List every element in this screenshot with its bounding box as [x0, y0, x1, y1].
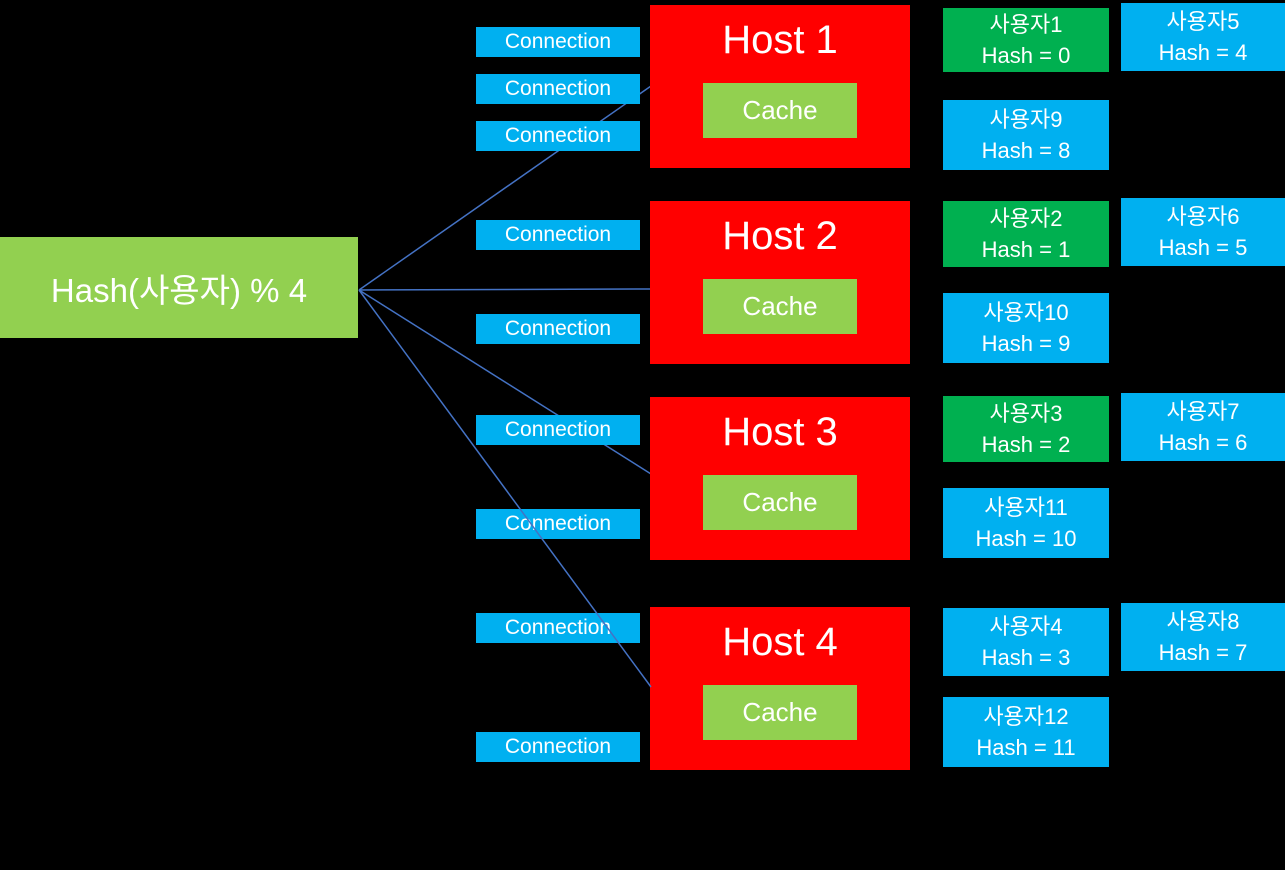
user-box-11: 사용자11 Hash = 10: [943, 488, 1109, 558]
user-box-10: 사용자10 Hash = 9: [943, 293, 1109, 363]
connection-box-host4-2: Connection: [476, 732, 640, 762]
user-hash: Hash = 2: [981, 432, 1071, 457]
host-4-title: Host 4: [722, 620, 838, 664]
user-name: 사용자12: [983, 704, 1069, 729]
user-name: 사용자4: [989, 614, 1063, 639]
user-name: 사용자10: [983, 300, 1069, 325]
user-name: 사용자6: [1166, 204, 1240, 229]
connection-box-host1-1: Connection: [476, 27, 640, 57]
user-name: 사용자3: [989, 401, 1063, 426]
user-hash: Hash = 4: [1158, 40, 1248, 65]
connection-box-host4-1: Connection: [476, 613, 640, 643]
user-name: 사용자1: [989, 12, 1063, 37]
user-hash: Hash = 8: [981, 138, 1071, 163]
host-1-title: Host 1: [722, 18, 838, 62]
user-box-3: 사용자3 Hash = 2: [943, 396, 1109, 462]
user-box-6: 사용자6 Hash = 5: [1121, 198, 1285, 266]
user-name: 사용자8: [1166, 609, 1240, 634]
user-name: 사용자9: [989, 107, 1063, 132]
host-1-box: Host 1 Cache: [650, 5, 910, 168]
user-hash: Hash = 3: [981, 645, 1071, 670]
user-box-1: 사용자1 Hash = 0: [943, 8, 1109, 72]
user-name: 사용자11: [984, 495, 1068, 520]
user-box-5: 사용자5 Hash = 4: [1121, 3, 1285, 71]
user-box-8: 사용자8 Hash = 7: [1121, 603, 1285, 671]
user-hash: Hash = 7: [1158, 640, 1248, 665]
host-2-title: Host 2: [722, 214, 838, 258]
connection-box-host3-1: Connection: [476, 415, 640, 445]
user-hash: Hash = 1: [981, 237, 1071, 262]
connection-box-host2-2: Connection: [476, 314, 640, 344]
user-hash: Hash = 9: [981, 331, 1071, 356]
connector-line-host-1: [358, 85, 652, 291]
host-3-title: Host 3: [722, 410, 838, 454]
hash-function-box: Hash(사용자) % 4: [0, 237, 358, 338]
host-3-cache-box: Cache: [703, 475, 857, 530]
user-hash: Hash = 0: [981, 43, 1071, 68]
connection-box-host1-3: Connection: [476, 121, 640, 151]
connection-box-host3-2: Connection: [476, 509, 640, 539]
user-box-7: 사용자7 Hash = 6: [1121, 393, 1285, 461]
host-2-box: Host 2 Cache: [650, 201, 910, 364]
user-box-2: 사용자2 Hash = 1: [943, 201, 1109, 267]
user-name: 사용자5: [1166, 9, 1240, 34]
user-hash: Hash = 5: [1158, 235, 1248, 260]
user-name: 사용자2: [989, 206, 1063, 231]
user-box-12: 사용자12 Hash = 11: [943, 697, 1109, 767]
user-box-4: 사용자4 Hash = 3: [943, 608, 1109, 676]
user-hash: Hash = 11: [976, 735, 1076, 760]
connector-line-host-2: [358, 288, 651, 291]
connection-box-host1-2: Connection: [476, 74, 640, 104]
host-1-cache-box: Cache: [703, 83, 857, 138]
user-box-9: 사용자9 Hash = 8: [943, 100, 1109, 170]
host-2-cache-box: Cache: [703, 279, 857, 334]
user-hash: Hash = 10: [975, 526, 1077, 551]
user-name: 사용자7: [1166, 399, 1240, 424]
host-4-box: Host 4 Cache: [650, 607, 910, 770]
user-hash: Hash = 6: [1158, 430, 1248, 455]
connection-box-host2-1: Connection: [476, 220, 640, 250]
host-4-cache-box: Cache: [703, 685, 857, 740]
host-3-box: Host 3 Cache: [650, 397, 910, 560]
